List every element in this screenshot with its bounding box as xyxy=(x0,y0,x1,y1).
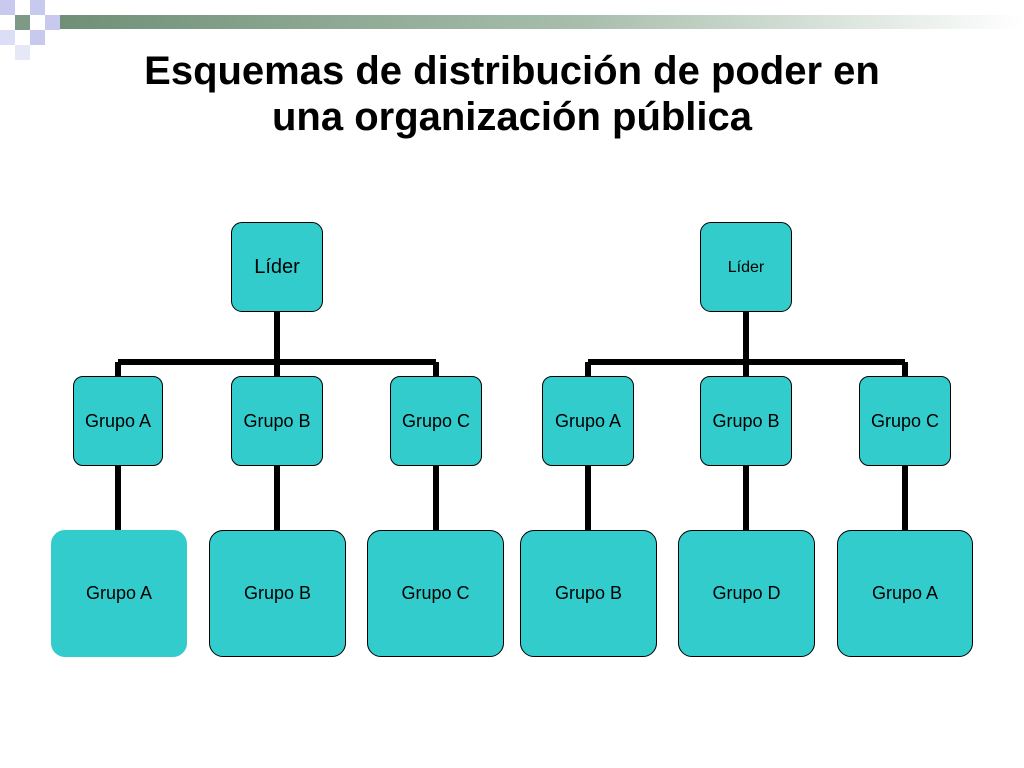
deco-square xyxy=(30,0,45,15)
right-middle-label-c: Grupo C xyxy=(870,411,940,431)
right-bottom-label-b: Grupo D xyxy=(712,583,781,603)
left-middle-node-a: Grupo A xyxy=(73,376,163,466)
right-bottom-label-c: Grupo A xyxy=(871,583,939,603)
slide-title: Esquemas de distribución de poder en una… xyxy=(0,48,1024,140)
right-middle-node-b: Grupo B xyxy=(700,376,792,466)
right-bottom-label-a: Grupo B xyxy=(554,583,623,603)
right-leader-node: Líder xyxy=(700,222,792,312)
right-middle-label-b: Grupo B xyxy=(712,411,780,431)
right-bottom-node-a: Grupo B xyxy=(520,530,657,657)
right-middle-node-a: Grupo A xyxy=(542,376,634,466)
right-middle-node-c: Grupo C xyxy=(859,376,951,466)
left-middle-label-a: Grupo A xyxy=(84,410,152,431)
left-middle-node-c: Grupo C xyxy=(390,376,482,466)
deco-square xyxy=(15,45,30,60)
right-leader-label: Líder xyxy=(727,259,765,276)
left-middle-label-c: Grupo C xyxy=(401,410,471,431)
right-middle-label-a: Grupo A xyxy=(554,411,622,431)
right-bottom-node-b: Grupo D xyxy=(678,530,815,657)
slide-title-line-2: una organización pública xyxy=(271,95,753,139)
left-bottom-label-b: Grupo B xyxy=(243,583,312,603)
deco-square xyxy=(30,30,45,45)
left-leader-node: Líder xyxy=(231,222,323,312)
right-bottom-node-c: Grupo A xyxy=(837,530,973,657)
deco-square xyxy=(15,15,30,30)
header-decoration xyxy=(0,0,1024,60)
left-bottom-node-b: Grupo B xyxy=(209,530,346,657)
left-bottom-node-a: Grupo A xyxy=(51,530,187,657)
deco-square xyxy=(0,30,15,45)
left-middle-label-b: Grupo B xyxy=(243,410,311,431)
header-gradient-bar xyxy=(60,15,1024,29)
left-bottom-node-c: Grupo C xyxy=(367,530,504,657)
left-bottom-label-a: Grupo A xyxy=(85,583,153,603)
left-middle-node-b: Grupo B xyxy=(231,376,323,466)
deco-square xyxy=(45,15,60,30)
deco-square xyxy=(0,0,15,15)
left-leader-label: Líder xyxy=(254,255,300,278)
slide-title-line-1: Esquemas de distribución de poder en xyxy=(144,49,880,93)
left-bottom-label-c: Grupo C xyxy=(401,583,470,603)
